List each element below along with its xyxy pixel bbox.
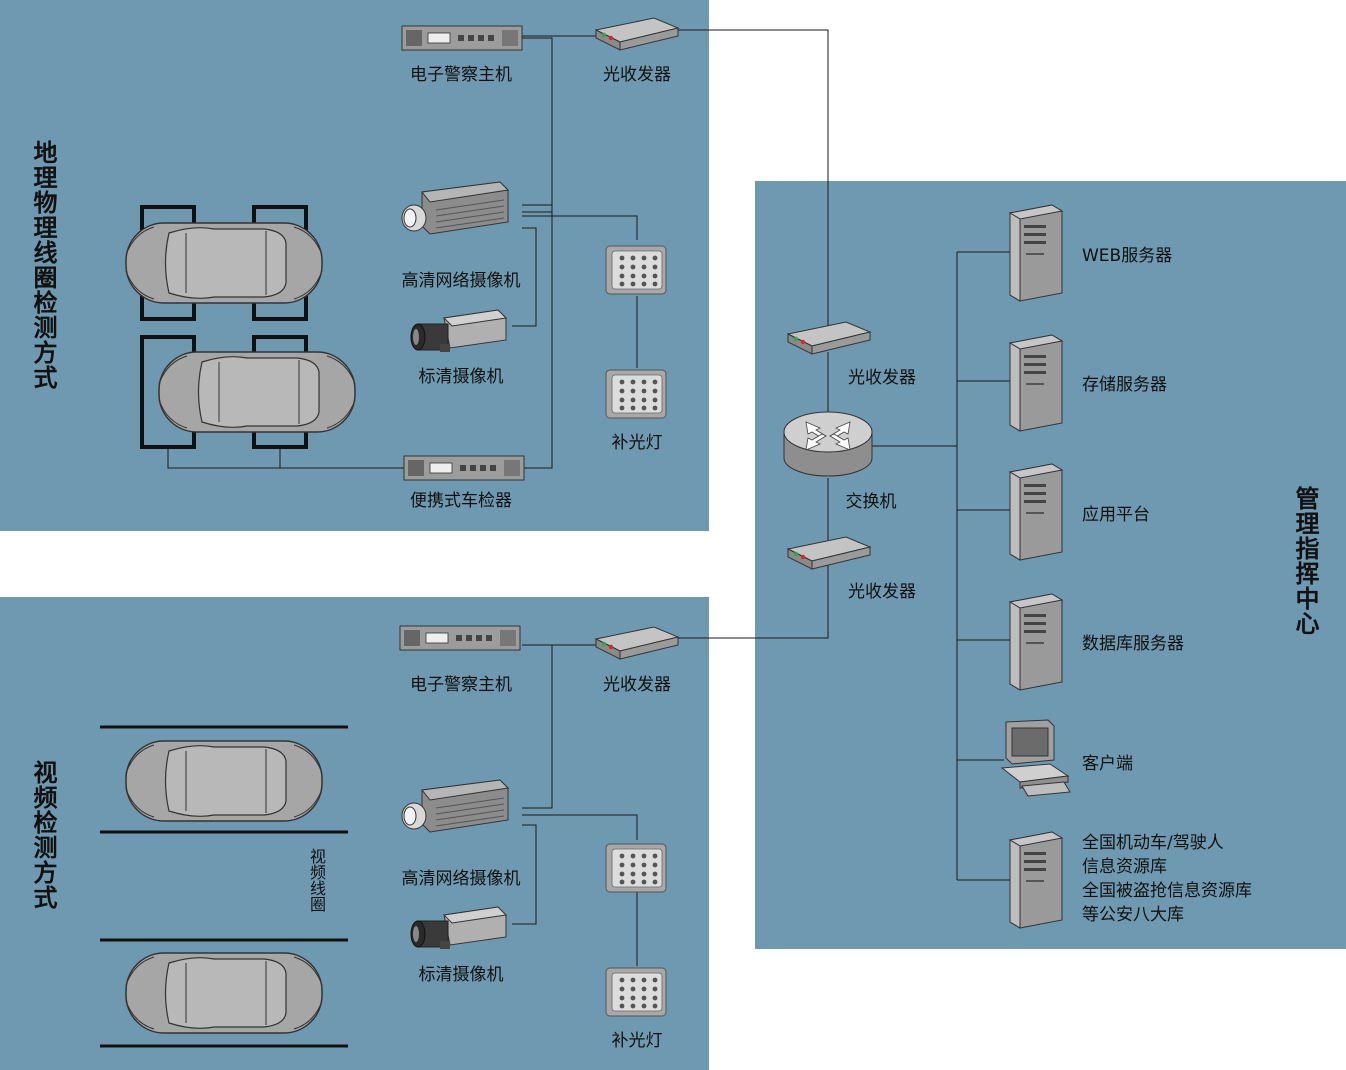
storage-server-icon <box>1009 334 1063 432</box>
top-host-label: 电子警察主机 <box>410 65 512 85</box>
national-db-line: 全国被盗抢信息资源库 <box>1082 881 1252 901</box>
lane-lines <box>100 725 348 1048</box>
client-label: 客户端 <box>1082 754 1133 774</box>
bottom-sd-camera-label: 标清摄像机 <box>418 965 504 985</box>
hd-camera-icon <box>401 779 509 833</box>
national-db-line: 等公安八大库 <box>1082 905 1184 925</box>
top-light-label: 补光灯 <box>611 433 663 453</box>
police-host-icon <box>399 625 521 651</box>
transceiver-icon <box>787 321 871 355</box>
loop-section-title: 地理物理线圈检测方式 <box>29 140 57 390</box>
fill-light-icon <box>605 245 667 295</box>
national-db-line: 全国机动车/驾驶人 <box>1082 833 1224 853</box>
sd-camera-icon <box>410 906 507 950</box>
national-db-server-icon <box>1009 831 1063 929</box>
top-transceiver-label: 光收发器 <box>603 65 671 85</box>
center-transceiver-bottom-label: 光收发器 <box>848 582 916 602</box>
hd-camera-icon <box>401 181 509 235</box>
fill-light-icon <box>605 369 667 419</box>
fill-light-icon <box>605 967 667 1017</box>
transceiver-icon <box>595 17 679 51</box>
top-hd-camera-label: 高清网络摄像机 <box>401 271 521 291</box>
db-server-label: 数据库服务器 <box>1082 634 1184 654</box>
car-icon <box>125 740 323 822</box>
switch-label: 交换机 <box>845 492 897 512</box>
top-sd-camera-label: 标清摄像机 <box>418 367 504 387</box>
police-host-icon <box>401 25 523 51</box>
bottom-transceiver-label: 光收发器 <box>603 675 671 695</box>
switch-icon <box>783 411 873 477</box>
storage-server-label: 存储服务器 <box>1082 375 1167 395</box>
center-transceiver-top-label: 光收发器 <box>848 368 916 388</box>
detector-label: 便携式车检器 <box>410 491 512 511</box>
client-pc-icon <box>1001 719 1071 797</box>
video-loop-label: 视频线圈 <box>307 848 326 912</box>
car-icon <box>125 222 323 304</box>
vehicle-detector-icon <box>403 455 525 481</box>
command-center-panel <box>755 181 1346 949</box>
app-platform-icon <box>1009 463 1063 561</box>
national-db-label: 全国机动车/驾驶人 信息资源库 全国被盗抢信息资源库 等公安八大库 <box>1082 831 1252 927</box>
national-db-line: 信息资源库 <box>1082 857 1167 877</box>
loop-detection-panel <box>0 0 709 531</box>
app-platform-label: 应用平台 <box>1082 505 1150 525</box>
sd-camera-icon <box>410 309 507 353</box>
db-server-icon <box>1009 593 1063 691</box>
web-server-icon <box>1009 204 1063 302</box>
bottom-hd-camera-label: 高清网络摄像机 <box>401 869 521 889</box>
transceiver-icon <box>787 536 871 570</box>
video-section-title: 视频检测方式 <box>29 760 57 910</box>
bottom-host-label: 电子警察主机 <box>410 675 512 695</box>
car-icon <box>125 952 323 1034</box>
web-server-label: WEB服务器 <box>1082 246 1173 266</box>
bottom-light-label: 补光灯 <box>611 1031 663 1051</box>
connection-lines <box>167 29 1010 966</box>
center-section-title: 管理指挥中心 <box>1291 486 1319 636</box>
car-icon <box>158 351 356 433</box>
transceiver-icon <box>595 626 679 660</box>
fill-light-icon <box>605 843 667 893</box>
